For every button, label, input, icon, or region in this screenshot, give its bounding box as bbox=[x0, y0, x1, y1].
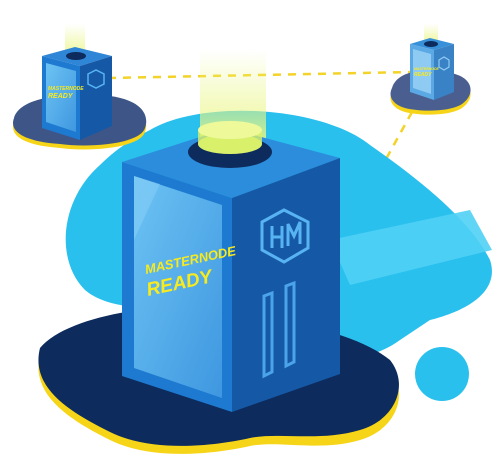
left-server-label-line2: READY bbox=[48, 93, 74, 100]
left-server-label-line1: MASTERNODE bbox=[48, 86, 84, 92]
left-server-logo-icon bbox=[87, 69, 105, 89]
right-server-label-line2: READY bbox=[414, 72, 432, 78]
main-server-glass-panel bbox=[134, 176, 222, 398]
left-server-node: MASTERNODE READY bbox=[13, 24, 147, 150]
decorative-circle bbox=[415, 347, 469, 401]
light-slab bbox=[330, 210, 492, 285]
main-server-logo-icon bbox=[260, 208, 310, 264]
main-server-node: MASTERNODE READY HM bbox=[122, 50, 340, 412]
right-server-node: MASTERNODE READY bbox=[390, 24, 471, 115]
right-server-label-line1: MASTERNODE bbox=[414, 67, 440, 71]
right-server-logo-icon bbox=[438, 56, 450, 71]
main-server-vent-slots bbox=[262, 280, 296, 379]
